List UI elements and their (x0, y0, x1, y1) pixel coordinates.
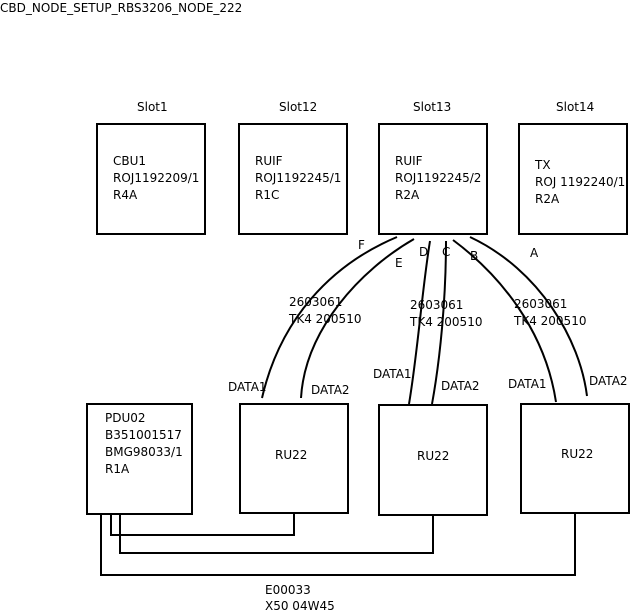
ru3-port-data2: DATA2 (589, 374, 628, 388)
slot-box-14-text: TX ROJ 1192240/1 R2A (535, 158, 626, 206)
slot-label-13: Slot13 (413, 100, 452, 114)
cable-d (408, 240, 431, 405)
port-letter-e: E (395, 256, 403, 270)
slot-box-1-text: CBU1 ROJ1192209/1 R4A (113, 154, 200, 202)
port-letter-c: C (442, 245, 451, 259)
slot-box-13-text: RUIF ROJ1192245/2 R2A (395, 154, 482, 202)
cable-f (261, 236, 398, 399)
slot-box-12-text: RUIF ROJ1192245/1 R1C (255, 154, 342, 202)
ru-box-3-label: RU22 (561, 447, 594, 461)
slot-box-13: RUIF ROJ1192245/2 R2A (378, 123, 488, 235)
ru2-port-data1: DATA1 (373, 367, 412, 381)
port-letter-b: B (470, 249, 479, 263)
cable-b (452, 239, 557, 403)
slot-box-1: CBU1 ROJ1192209/1 R4A (96, 123, 206, 235)
slot-label-1: Slot1 (137, 100, 168, 114)
ru-box-1: RU22 (239, 403, 349, 514)
power-cable-ru1 (110, 514, 295, 536)
cable-e (300, 238, 415, 399)
cable-label-ru3: 2603061 TK4 200510 (514, 297, 587, 328)
slot-box-14: TX ROJ 1192240/1 R2A (518, 123, 628, 235)
port-letter-a: A (530, 246, 539, 260)
slot-label-14: Slot14 (556, 100, 595, 114)
port-letter-d: D (419, 245, 429, 259)
pdu-box-text: PDU02 B351001517 BMG98033/1 R1A (105, 411, 183, 476)
ru-box-2-label: RU22 (417, 449, 450, 463)
ru1-port-data2: DATA2 (311, 383, 350, 397)
pdu-box: PDU02 B351001517 BMG98033/1 R1A (86, 403, 193, 515)
power-cable-ru2 (119, 515, 434, 554)
ru-box-2: RU22 (378, 404, 488, 516)
ru-box-1-label: RU22 (275, 448, 308, 462)
slot-box-12: RUIF ROJ1192245/1 R1C (238, 123, 348, 235)
slot-label-12: Slot12 (279, 100, 318, 114)
cable-c (431, 240, 447, 405)
diagram-title: CBD_NODE_SETUP_RBS3206_NODE_222 (0, 1, 243, 15)
power-cable-ru3 (100, 514, 576, 576)
power-cable-label-1: E00033 (265, 583, 311, 597)
ru-box-3: RU22 (520, 403, 630, 514)
cable-label-ru1: 2603061 TK4 200510 (289, 295, 362, 326)
port-letter-f: F (358, 238, 365, 252)
ru2-port-data2: DATA2 (441, 379, 480, 393)
power-cable-label-2: X50 04W45 (265, 599, 335, 613)
cable-a (469, 236, 588, 397)
ru1-port-data1: DATA1 (228, 380, 267, 394)
ru3-port-data1: DATA1 (508, 377, 547, 391)
cable-label-ru2: 2603061 TK4 200510 (410, 298, 483, 329)
